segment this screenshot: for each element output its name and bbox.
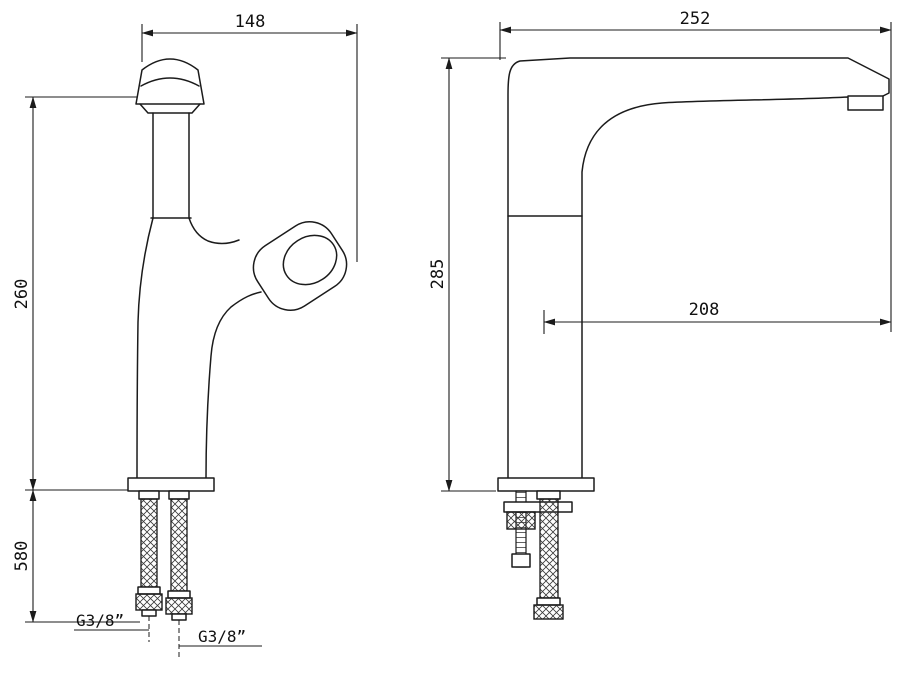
side-body-outline (507, 57, 890, 479)
hose-left-nut (135, 593, 163, 611)
dimension-height-lower: 580 (12, 489, 140, 623)
dimension-width-front: 148 (141, 12, 358, 262)
cap-collar (139, 103, 201, 114)
mounting-plate (503, 501, 573, 513)
thread-right-label: G3/8” (198, 627, 246, 646)
mounting-nut (506, 511, 536, 530)
dimension-width-side: 252 (499, 9, 892, 332)
base-flange-front (127, 477, 215, 492)
dim-148-label: 148 (235, 12, 266, 32)
spout-cap-band (140, 77, 200, 87)
side-hose-ferrule (536, 597, 561, 606)
thread-callout-left: G3/8” (74, 611, 150, 642)
spout-cap (135, 58, 205, 105)
hose-right-fitting-top (168, 490, 190, 500)
side-hose-braid (539, 498, 559, 599)
dimension-height-upper: 260 (12, 96, 137, 491)
body-left-edge (136, 217, 154, 479)
dim-285-label: 285 (428, 259, 448, 290)
thread-left-label: G3/8” (76, 611, 124, 630)
dim-580-label: 580 (12, 541, 32, 572)
side-hose-nut (533, 604, 564, 620)
hose-left-ferrule (137, 586, 161, 595)
front-view (127, 58, 348, 621)
body-right-edge (205, 291, 262, 479)
hose-left-tip (141, 609, 157, 617)
dim-252-label: 252 (680, 9, 711, 29)
hose-right-nut (165, 597, 193, 615)
hose-right-braid (170, 498, 188, 592)
dim-260-label: 260 (12, 279, 32, 310)
dimension-height-side: 285 (428, 57, 506, 492)
handle-knob-face (282, 234, 338, 286)
dim-208-label: 208 (689, 300, 720, 320)
hose-left-fitting-top (138, 490, 160, 500)
side-hose-fitting-top (536, 490, 561, 500)
thread-callout-right: G3/8” (178, 620, 262, 658)
hose-right-tip (171, 613, 187, 621)
dimension-spout-reach: 208 (543, 300, 892, 334)
hose-left-braid (140, 498, 158, 588)
side-view (497, 57, 890, 620)
hose-right-ferrule (167, 590, 191, 599)
base-flange-side (497, 477, 595, 492)
stud-tip (511, 553, 531, 568)
handle-branch-top-edge (188, 217, 240, 245)
